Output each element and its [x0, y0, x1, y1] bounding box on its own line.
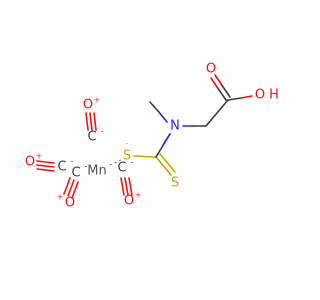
charge-c1: - [101, 127, 104, 136]
carboxymethyl-group: O O H [182, 62, 279, 127]
n-methyl-group [149, 101, 168, 123]
co4-bond-b [128, 177, 133, 196]
c-oh-bond-b [240, 95, 253, 99]
carbonyl-ligand-4: O + C - [117, 158, 141, 209]
c-n-bond-b [162, 133, 171, 146]
charge-o1: + [94, 96, 101, 105]
structure-svg: O + C - O + C - Mn O + C - O + C - S [25, 62, 279, 211]
atom-s1: S [123, 149, 131, 164]
co3-bond-a [67, 179, 75, 197]
co2-bond-c [36, 168, 55, 172]
c-o-double-a1 [216, 86, 227, 101]
c-s2-bond-a [155, 156, 172, 176]
molecule-diagram: O + C - O + C - Mn O + C - O + C - S [25, 62, 279, 211]
atom-o4: O [124, 194, 134, 209]
c-s2-bond-b [159, 153, 176, 173]
c-oh-bond-a [227, 97, 242, 101]
atom-oh: O [255, 88, 265, 103]
charge-o3: + [57, 193, 64, 202]
charge-c4: - [131, 158, 134, 167]
atom-c1: C [87, 130, 96, 145]
atom-o3: O [65, 196, 75, 211]
atom-c3: C [71, 166, 80, 181]
charge-c2: - [71, 157, 74, 166]
atom-n1: N [170, 119, 180, 134]
charge-s1: - [126, 139, 129, 148]
co4-bond-a [124, 177, 129, 196]
carbonyl-ligand-1: O + C - [83, 96, 104, 145]
atom-mn: Mn [87, 164, 106, 179]
carbonyl-ligand-3: O + C - [57, 162, 88, 211]
co1-bond-c [93, 112, 97, 131]
co2-bond-b [36, 164, 55, 168]
carbonyl-ligand-2: O + C - [25, 152, 74, 175]
mn-s-interaction [109, 159, 122, 166]
c-o-double-b1 [220, 83, 231, 98]
n-methyl-bond-b [149, 101, 159, 112]
c-o-double-a2 [210, 77, 218, 88]
charge-o2: + [36, 152, 43, 161]
dithiocarbamate-group: S - S N [123, 119, 180, 191]
atom-o-carbonyl: O [206, 62, 216, 77]
n-methyl-bond-a [157, 110, 168, 123]
co2-bond-a [36, 160, 55, 164]
atom-s2: S [171, 176, 179, 191]
atom-h: H [269, 88, 279, 103]
co3-bond-c [63, 177, 71, 195]
c-o-double-b2 [214, 74, 222, 85]
ch2-c-bond [205, 99, 229, 127]
atom-c4: C [117, 161, 126, 176]
co1-bond-b [85, 112, 89, 131]
atom-c2: C [57, 160, 66, 175]
co3-bond-b [71, 181, 79, 199]
charge-o4: + [135, 191, 142, 200]
atom-o2: O [25, 155, 35, 170]
charge-c3: - [85, 162, 88, 171]
s1-c-bond [133, 155, 157, 158]
atom-o1: O [83, 98, 93, 113]
co1-bond-a [89, 112, 93, 131]
co4-bond-c [120, 177, 125, 196]
